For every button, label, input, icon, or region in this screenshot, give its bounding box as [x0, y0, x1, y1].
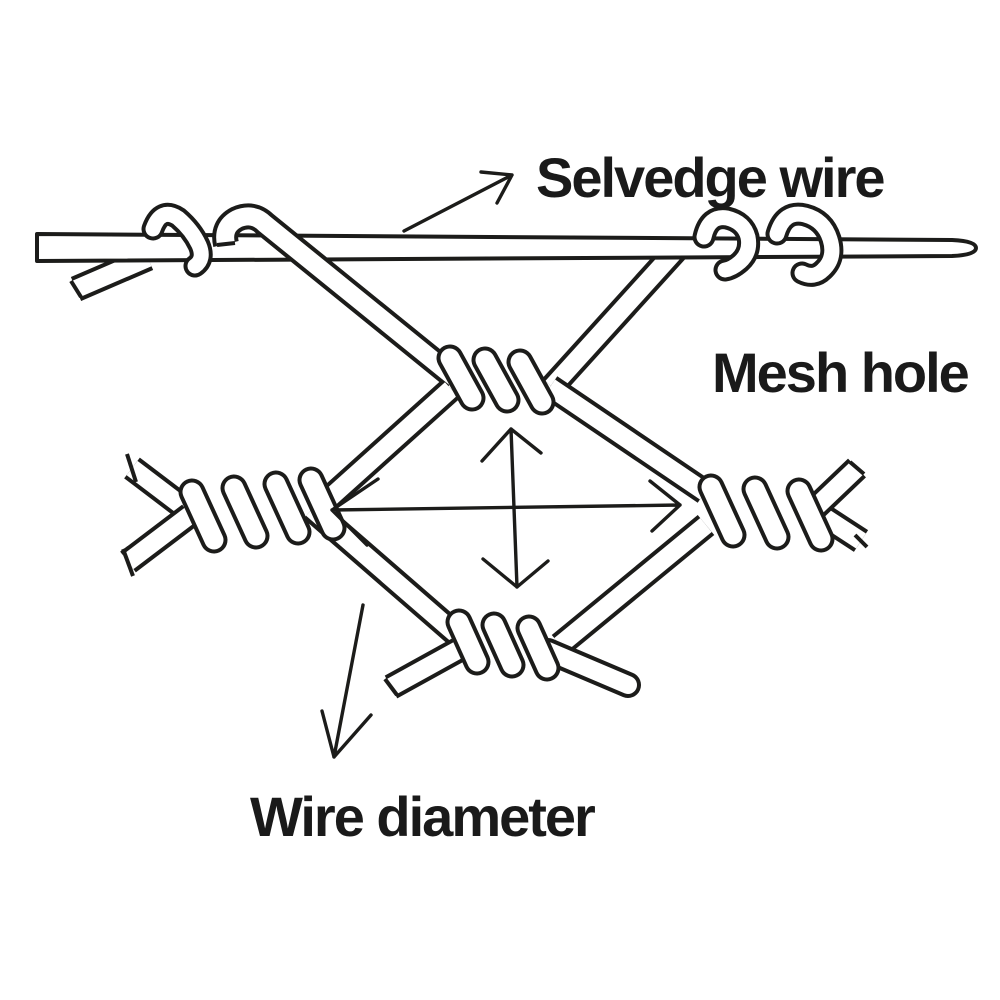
twist-left	[192, 480, 333, 540]
mesh-hole-side-wires	[312, 387, 706, 645]
wire-diameter-pointer-arrow	[320, 603, 373, 759]
twist-bottom	[459, 622, 547, 668]
twist-right	[711, 487, 821, 539]
wire-end-caps	[69, 241, 869, 697]
selvedge-wire-pointer-arrow	[402, 170, 514, 233]
selvedge-wire-label: Selvedge wire	[536, 146, 884, 209]
wire-diameter-label: Wire diameter	[250, 785, 595, 848]
label-pointer-arrows	[320, 170, 514, 759]
mesh-hole-label: Mesh hole	[712, 341, 969, 404]
twist-top	[450, 358, 542, 402]
horizontal-dimension-arrow	[330, 477, 682, 547]
mesh-hole-dimension-arrows	[330, 427, 682, 589]
